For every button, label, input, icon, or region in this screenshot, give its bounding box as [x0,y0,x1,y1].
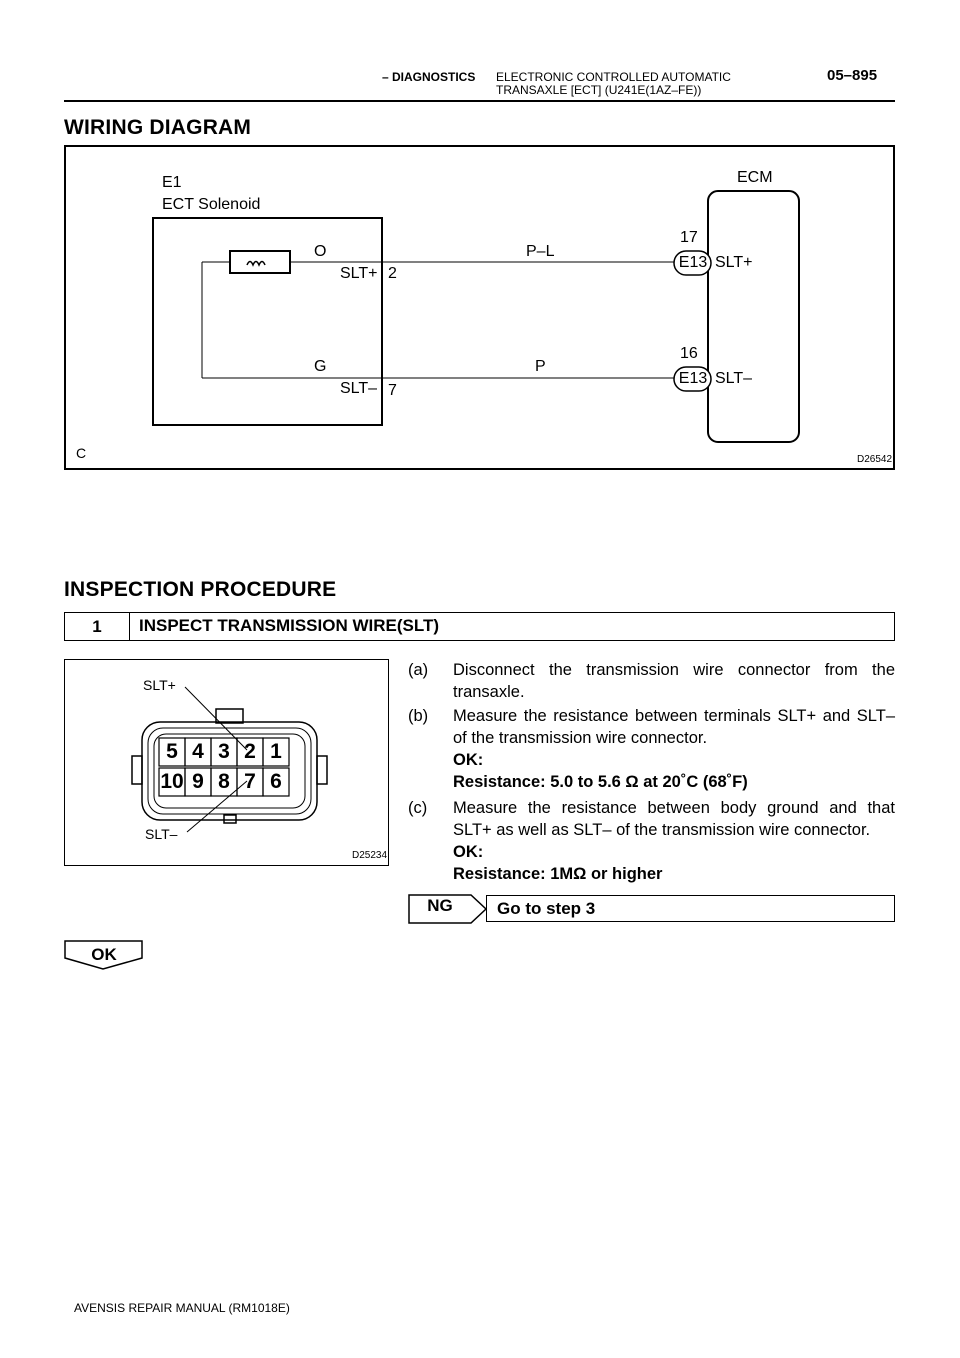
connector-e13-top [673,250,712,276]
step-number: 1 [65,613,130,640]
ecm-box [707,190,800,443]
wiring-diagram-heading: WIRING DIAGRAM [64,116,252,139]
step-c-text: Measure the resistance between body grou… [453,799,895,839]
header-subtitle-line2: TRANSAXLE [ECT] (U241E(1AZ–FE)) [496,83,702,97]
connector-figure: SLT+ SLT– 5 4 3 2 1 10 9 8 7 6 D25234 [64,659,389,866]
connector-code-bottom: E13 [678,370,708,387]
ok-tag [64,940,143,970]
header-subtitle-line1: ELECTRONIC CONTROLLED AUTOMATIC [496,70,731,84]
footer-text: AVENSIS REPAIR MANUAL (RM1018E) [74,1301,290,1315]
step-c-ok: OK: [453,843,484,861]
step-title: INSPECT TRANSMISSION WIRE(SLT) [139,616,440,635]
ect-solenoid-box [152,217,383,426]
wiring-diagram-figure: E1 ECT Solenoid ECM O SLT+ 2 P–L 17 E13 … [64,145,895,470]
step-b: (b) Measure the resistance between termi… [408,705,895,795]
ecm-terminal-bottom: SLT– [715,370,753,387]
component-name: ECT Solenoid [162,196,261,213]
connector-code-top: E13 [678,254,708,271]
pin-label: 4 [192,740,204,763]
ng-label: NG [427,896,453,915]
pin-top-number: 2 [388,265,397,282]
harness-color-bottom: P [535,358,546,375]
corner-code: C [76,445,87,461]
wire-color-bottom: G [314,358,327,375]
pin-label: 2 [244,740,256,763]
pin-row-top: 5 4 3 2 1 [159,740,289,764]
page-number: 05–895 [827,67,878,84]
ecm-label: ECM [737,169,773,186]
pin-label: 3 [218,740,230,763]
connector-drawing [131,686,328,833]
step-a: (a) Disconnect the transmission wire con… [408,659,895,703]
pin-label: 10 [160,770,184,793]
wire-color-top: O [314,243,327,260]
connector-label-top: SLT+ [143,677,176,693]
step-c-spec: Resistance: 1MΩ or higher [453,865,663,883]
ng-arrow [408,894,488,924]
pin-label: 8 [218,770,230,793]
component-code: E1 [162,174,182,191]
ok-label: OK [91,945,117,964]
pin-label: 6 [270,770,282,793]
connector-figure-id: D25234 [352,850,388,861]
step-a-label: (a) [408,661,429,679]
connector-label-bottom: SLT– [145,826,178,842]
pin-label: 5 [166,740,178,763]
pin-label: 7 [244,770,256,793]
pin-label: 1 [270,740,282,763]
ecm-pin-top-number: 17 [680,229,698,246]
pin-bottom-name: SLT– [340,380,378,397]
header-rule [64,100,895,102]
ecm-terminal-top: SLT+ [715,254,753,271]
figure-id: D26542 [857,454,893,465]
connector-e13-bottom [673,366,712,392]
pin-label: 9 [192,770,204,793]
ecm-pin-bottom-number: 16 [680,345,698,362]
step-b-spec: Resistance: 5.0 to 5.6 Ω at 20˚C (68˚F) [453,773,748,791]
step-b-text: Measure the resistance between terminals… [453,707,895,747]
pin-bottom-number: 7 [388,382,397,399]
pin-row-bottom: 10 9 8 7 6 [159,770,289,794]
header-category: – DIAGNOSTICS [382,70,476,84]
harness-color-top: P–L [526,243,555,260]
step-c: (c) Measure the resistance between body … [408,797,895,887]
ng-action: Go to step 3 [497,899,596,918]
ng-action-box: Go to step 3 [486,895,895,922]
wiring-diagram-drawing [152,190,800,443]
step-b-ok: OK: [453,751,484,769]
step-b-label: (b) [408,707,429,725]
pin-top-name: SLT+ [340,265,378,282]
inspection-heading: INSPECTION PROCEDURE [64,578,337,601]
step-a-text: Disconnect the transmission wire connect… [453,661,895,701]
step-bar: 1 INSPECT TRANSMISSION WIRE(SLT) [64,612,895,641]
step-c-label: (c) [408,799,428,817]
